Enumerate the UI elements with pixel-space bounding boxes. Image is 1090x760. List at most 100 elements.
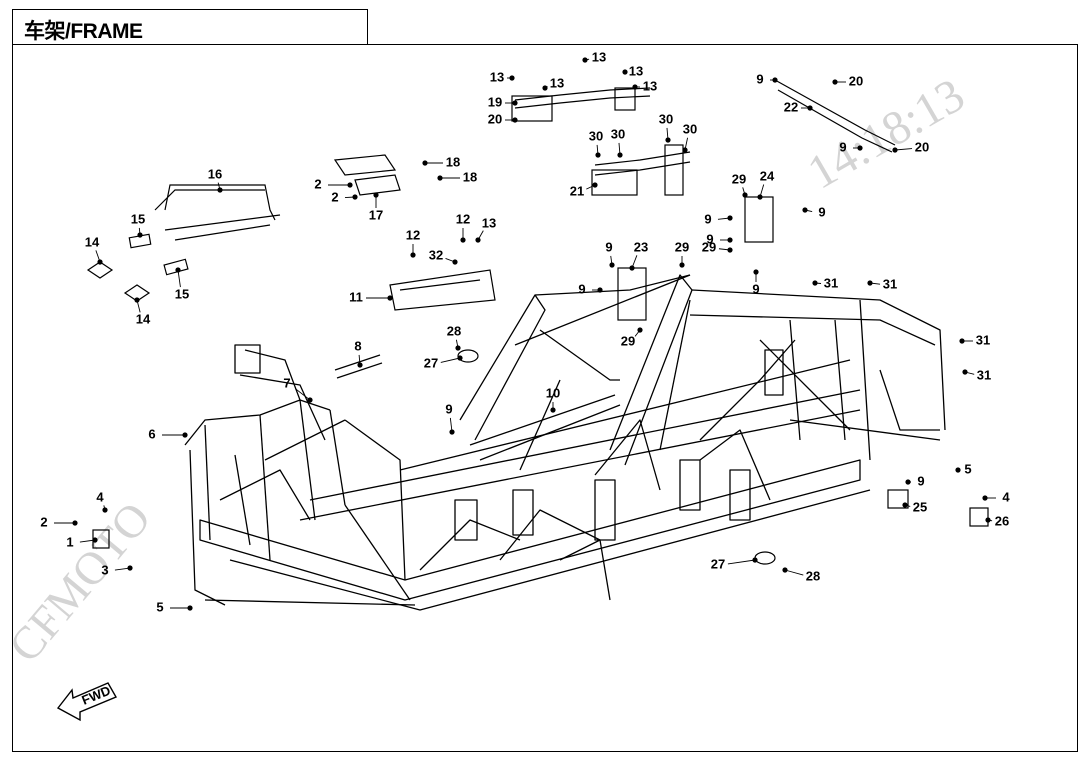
callout-24: 24: [760, 168, 775, 183]
callout-9: 9: [752, 281, 759, 296]
callout-11: 11: [349, 289, 363, 304]
callout-30: 30: [589, 128, 603, 143]
fastener-dot: [512, 117, 518, 123]
callout-29: 29: [732, 171, 746, 186]
callout-2: 2: [40, 514, 47, 529]
callout-30: 30: [683, 121, 697, 136]
fastener-dot: [437, 175, 443, 181]
sub-assemblies: [56, 79, 989, 722]
fastener-dot: [134, 297, 140, 303]
leader-line: [727, 559, 756, 565]
diagram-border: [12, 44, 1078, 752]
fastener-dot: [512, 100, 518, 106]
callout-9: 9: [605, 239, 612, 254]
leader-line: [294, 388, 311, 401]
callout-28: 28: [806, 568, 820, 583]
watermark-time: 14:18:13: [799, 68, 973, 199]
fastener-dot: [665, 137, 671, 143]
callout-13: 13: [592, 49, 606, 64]
callout-27: 27: [711, 556, 725, 571]
callout-4: 4: [1002, 489, 1010, 504]
fastener-dot: [617, 152, 623, 158]
callout-15: 15: [175, 286, 189, 301]
callout-20: 20: [849, 73, 863, 88]
callout-2: 2: [331, 189, 338, 204]
callout-10: 10: [546, 385, 560, 400]
fastener-dot: [175, 267, 181, 273]
callout-29: 29: [702, 239, 716, 254]
fastener-dot: [902, 502, 908, 508]
fastener-dot: [682, 147, 688, 153]
callout-30: 30: [611, 126, 625, 141]
watermark-brand: CFMOTO: [0, 492, 160, 671]
fastener-dot: [595, 152, 601, 158]
fwd-arrow-label: FWD: [80, 683, 113, 708]
callout-6: 6: [148, 426, 155, 441]
callout-31: 31: [883, 276, 897, 291]
fastener-dot: [92, 537, 98, 543]
callout-13: 13: [550, 75, 564, 90]
fastener-dot: [609, 262, 615, 268]
callout-29: 29: [675, 239, 689, 254]
fastener-dot: [857, 145, 863, 151]
fastener-dot: [102, 507, 108, 513]
leader-line: [894, 148, 913, 151]
fastener-dot: [782, 567, 788, 573]
fastener-dot: [357, 362, 363, 368]
fastener-dot: [455, 345, 461, 351]
fastener-dot: [727, 247, 733, 253]
fastener-dot: [757, 194, 763, 200]
callout-32: 32: [429, 247, 443, 262]
callout-27: 27: [424, 355, 438, 370]
main-frame-assembly: [184, 274, 946, 611]
fastener-dot: [752, 557, 758, 563]
leader-line: [784, 569, 804, 576]
fastener-dot: [509, 75, 515, 81]
fastener-dot: [307, 397, 313, 403]
fastener-dot: [352, 194, 358, 200]
watermark: CFMOTO 14:18:13: [0, 68, 973, 671]
title-box: [12, 9, 368, 45]
fastener-dot: [457, 355, 463, 361]
fastener-dot: [812, 280, 818, 286]
callout-8: 8: [354, 338, 361, 353]
callout-29: 29: [621, 333, 635, 348]
fastener-dot: [217, 187, 223, 193]
callout-30: 30: [659, 111, 673, 126]
callout-12: 12: [456, 211, 470, 226]
callout-31: 31: [977, 367, 991, 382]
fastener-dot: [727, 237, 733, 243]
fastener-dot: [742, 192, 748, 198]
callout-2: 2: [314, 176, 321, 191]
page-title: 车架/FRAME: [24, 20, 143, 43]
callout-17: 17: [369, 207, 383, 222]
fastener-dot: [410, 252, 416, 258]
fastener-dot: [475, 237, 481, 243]
callout-16: 16: [208, 166, 222, 181]
callout-5: 5: [156, 599, 163, 614]
fastener-dot: [550, 407, 556, 413]
callout-26: 26: [995, 513, 1009, 528]
callout-4: 4: [96, 489, 104, 504]
callout-18: 18: [463, 169, 477, 184]
callout-9: 9: [839, 139, 846, 154]
callout-31: 31: [824, 275, 838, 290]
fastener-dot: [373, 192, 379, 198]
fastener-dot: [72, 520, 78, 526]
fastener-dot: [597, 287, 603, 293]
fastener-dot: [985, 517, 991, 523]
callout-20: 20: [915, 139, 929, 154]
callout-13: 13: [643, 78, 657, 93]
fastener-dot: [637, 327, 643, 333]
fastener-dot: [772, 77, 778, 83]
fastener-dot: [542, 85, 548, 91]
fastener-dot: [727, 215, 733, 221]
callout-25: 25: [913, 499, 927, 514]
fastener-dot: [127, 565, 133, 571]
callout-18: 18: [446, 154, 460, 169]
callout-7: 7: [283, 375, 290, 390]
fastener-dot: [387, 295, 393, 301]
